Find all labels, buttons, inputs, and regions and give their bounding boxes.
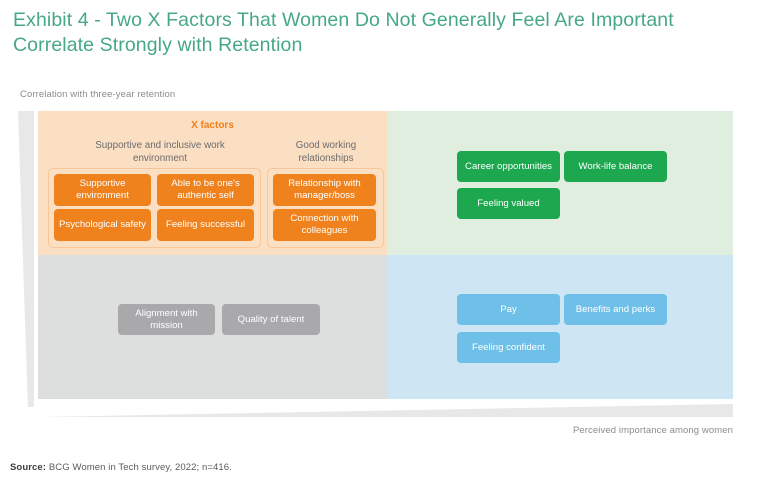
chip-benefits-and-perks[interactable]: Benefits and perks [564,294,667,325]
chip-pay[interactable]: Pay [457,294,560,325]
group-caption-work-environment: Supportive and inclusive work environmen… [95,140,225,164]
quadrant-high-importance-high-correlation [387,111,733,255]
chip-relationship-with-manager[interactable]: Relationship with manager/boss [273,174,376,206]
group-box-relationships [267,168,384,248]
page-title: Exhibit 4 - Two X Factors That Women Do … [13,9,674,56]
chip-feeling-confident[interactable]: Feeling confident [457,332,560,363]
source-note: Source: BCG Women in Tech survey, 2022; … [10,462,232,473]
x-axis-arrow [38,404,733,417]
group-box-work-environment [48,168,261,248]
y-axis-arrow [18,111,34,407]
x-factors-annotation: X factors [191,120,234,131]
chip-alignment-with-mission[interactable]: Alignment with mission [118,304,215,335]
quadrant-matrix: X factors Supportive and inclusive work … [38,111,733,399]
chip-feeling-successful[interactable]: Feeling successful [157,209,254,241]
source-label: Source: [10,462,47,473]
chip-connection-with-colleagues[interactable]: Connection with colleagues [273,209,376,241]
chip-authentic-self[interactable]: Able to be one's authentic self [157,174,254,206]
chip-psychological-safety[interactable]: Psychological safety [54,209,151,241]
chip-supportive-environment[interactable]: Supportive environment [54,174,151,206]
quadrant-high-importance-low-correlation [387,255,733,399]
y-axis-label: Correlation with three-year retention [20,89,176,100]
chip-career-opportunities[interactable]: Career opportunities [457,151,560,182]
chip-work-life-balance[interactable]: Work-life balance [564,151,667,182]
chip-feeling-valued[interactable]: Feeling valued [457,188,560,219]
group-caption-relationships: Good working relationships [295,140,357,164]
source-text: BCG Women in Tech survey, 2022; n=416. [46,462,232,473]
chip-quality-of-talent[interactable]: Quality of talent [222,304,320,335]
x-axis-label: Perceived importance among women [572,425,733,436]
